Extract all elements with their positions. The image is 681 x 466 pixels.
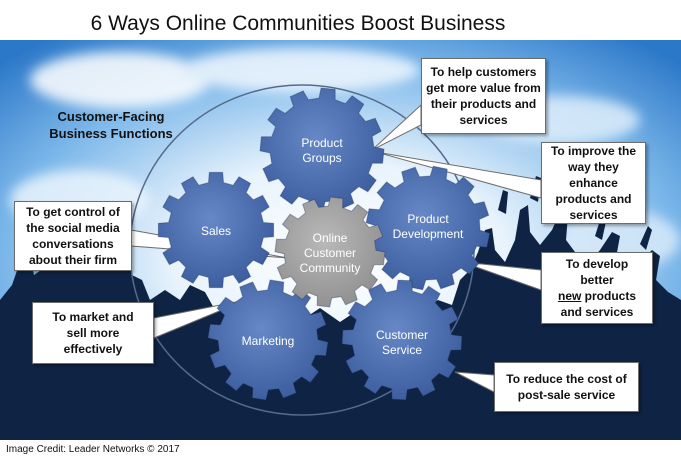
callout-line: effectively <box>63 342 123 356</box>
gear-customer-service-icon <box>341 279 463 401</box>
callout-line: services <box>569 208 618 222</box>
gear-label-line: Product <box>407 212 449 226</box>
gear-group <box>157 87 491 401</box>
callout-line: To help customers <box>430 65 537 79</box>
gear-label-line: Community <box>299 261 361 275</box>
gear-label-line: Customer <box>375 328 428 342</box>
gear-label-line: Sales <box>200 224 232 238</box>
callout-line: the social media <box>26 221 120 235</box>
callout-improve: To improve the way they enhance products… <box>541 142 646 224</box>
section-title-line1: Customer-Facing <box>57 109 165 124</box>
gear-product-groups-icon <box>259 87 385 213</box>
callout-emphasis: new <box>557 289 582 303</box>
callout-develop-products: To develop better new products and servi… <box>541 252 653 324</box>
callout-market-sell: To market and sell more effectively <box>32 302 154 364</box>
callout-line: products and <box>555 192 632 206</box>
callout-line: enhance <box>569 176 618 190</box>
gear-label-line: Development <box>392 227 464 241</box>
callout-word: products <box>584 289 637 303</box>
section-title-line2: Business Functions <box>49 126 173 141</box>
callout-reduce-cost: To reduce the cost of post-sale service <box>494 362 639 412</box>
callout-line: sell more <box>66 326 120 340</box>
gear-label-line: Online <box>312 231 348 245</box>
callout-line: new products <box>558 288 636 304</box>
gear-label-customer-service: Customer Service <box>352 328 452 358</box>
gear-sales-icon <box>157 171 275 289</box>
callout-line: way they <box>568 160 619 174</box>
page-title: 6 Ways Online Communities Boost Business <box>90 12 506 35</box>
callout-line: get more value from <box>426 81 541 95</box>
gear-label-sales: Sales <box>166 224 266 239</box>
callout-line: about their firm <box>28 253 117 267</box>
callout-line: post-sale service <box>517 388 616 402</box>
gear-label-line: Service <box>381 343 422 357</box>
callout-line: their products and <box>430 97 537 111</box>
callout-social-media-control: To get control of the social media conve… <box>14 201 132 271</box>
callout-line: services <box>459 113 508 127</box>
callout-line: To develop <box>565 257 629 271</box>
callout-line: conversations <box>32 237 114 251</box>
gear-label-line: Marketing <box>241 334 295 348</box>
callout-line: better <box>580 273 614 287</box>
callout-line: To market and <box>52 310 134 324</box>
gear-label-marketing: Marketing <box>218 334 318 349</box>
callout-more-value: To help customers get more value from th… <box>421 58 546 134</box>
callout-line: To improve the <box>550 144 637 158</box>
gear-label-product-groups: Product Groups <box>272 136 372 166</box>
gear-label-line: Product <box>301 136 343 150</box>
callout-line: and services <box>560 305 634 319</box>
image-credit: Image Credit: Leader Networks © 2017 <box>6 444 180 455</box>
gear-label-product-development: Product Development <box>378 212 478 242</box>
gear-label-online-customer-community: Online Customer Community <box>280 231 380 276</box>
callout-line: To reduce the cost of <box>506 372 627 386</box>
gear-product-development-icon <box>365 165 491 291</box>
gear-label-line: Groups <box>302 151 342 165</box>
gear-label-line: Customer <box>303 246 356 260</box>
section-title: Customer-Facing Business Functions <box>36 108 186 142</box>
gear-online-community-icon <box>274 196 386 308</box>
callout-line: To get control of <box>26 205 120 219</box>
